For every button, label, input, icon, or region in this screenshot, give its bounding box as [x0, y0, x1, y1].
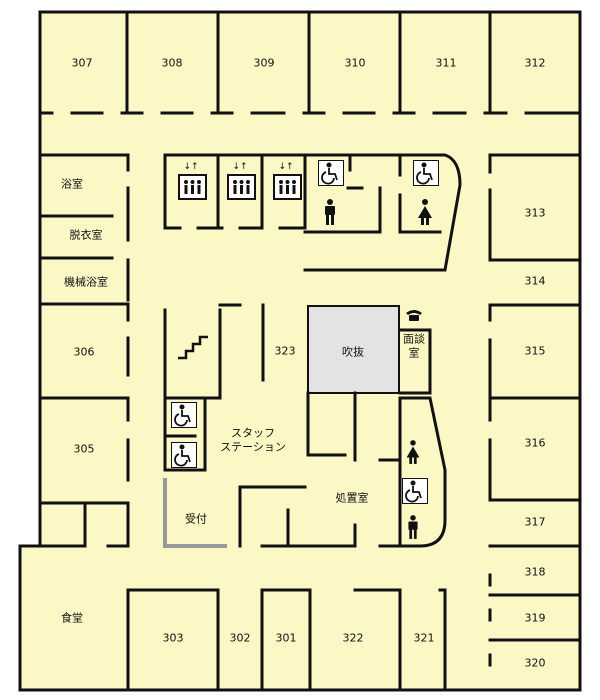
room-305: 305 [73, 442, 95, 456]
staff-station-line1: スタッフ [231, 426, 275, 440]
room-machine-bath: 機械浴室 [64, 275, 108, 289]
elevator-arrows: ↓↑ [232, 162, 248, 172]
floor-area [20, 12, 580, 690]
room-306: 306 [73, 345, 95, 359]
room-302: 302 [229, 631, 251, 645]
female-toilet-icon [402, 437, 424, 467]
elevator-arrows: ↓↑ [183, 162, 199, 172]
male-toilet-icon [318, 198, 342, 226]
room-320: 320 [524, 656, 546, 670]
room-312: 312 [524, 56, 546, 70]
accessible-toilet-icon [171, 402, 197, 428]
telephone-icon [405, 308, 423, 322]
room-303: 303 [162, 631, 184, 645]
stairs-icon [176, 330, 210, 360]
room-319: 319 [524, 611, 546, 625]
room-308: 308 [161, 56, 183, 70]
room-313: 313 [524, 206, 546, 220]
reception: 受付 [185, 512, 207, 526]
room-307: 307 [71, 56, 93, 70]
female-toilet-icon [413, 198, 437, 226]
elevator-icon: ↓↑ [176, 162, 207, 200]
room-317: 317 [524, 515, 546, 529]
elevator-icon: ↓↑ [271, 162, 302, 200]
elevator-people-icon [178, 174, 207, 200]
room-dressing: 脱衣室 [69, 228, 103, 242]
male-toilet-icon [402, 512, 424, 542]
room-314: 314 [524, 274, 546, 288]
atrium-area [307, 305, 400, 394]
dining-room: 食堂 [61, 611, 83, 625]
room-322: 322 [342, 631, 364, 645]
room-316: 316 [524, 436, 546, 450]
accessible-toilet-icon [318, 160, 344, 186]
elevator-arrows: ↓↑ [278, 162, 294, 172]
room-bath: 浴室 [61, 177, 83, 191]
elevator-icon: ↓↑ [225, 162, 256, 200]
room-301: 301 [275, 631, 297, 645]
elevator-people-icon [273, 174, 302, 200]
atrium-label: 吹抜 [342, 345, 364, 359]
accessible-toilet-icon [413, 160, 439, 186]
staff-station-line2: ステーション [220, 440, 286, 454]
room-311: 311 [435, 56, 457, 70]
room-323: 323 [274, 344, 296, 358]
room-315: 315 [524, 344, 546, 358]
interview-room-line2: 室 [408, 346, 420, 360]
room-321: 321 [413, 631, 435, 645]
room-310: 310 [344, 56, 366, 70]
accessible-toilet-icon [171, 442, 197, 468]
interview-room-line1: 面談 [403, 332, 425, 346]
room-309: 309 [253, 56, 275, 70]
accessible-toilet-icon [402, 478, 428, 504]
room-318: 318 [524, 565, 546, 579]
elevator-people-icon [227, 174, 256, 200]
treatment-room: 処置室 [335, 491, 369, 505]
